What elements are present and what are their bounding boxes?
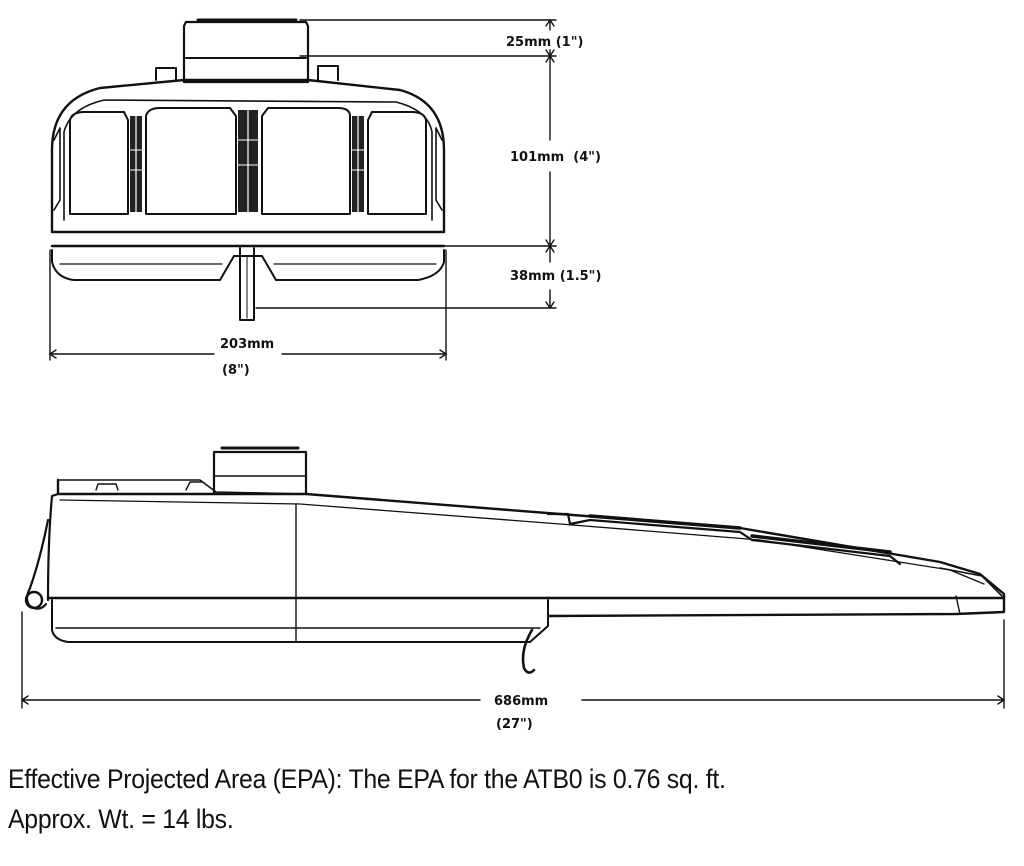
front-fin-1 xyxy=(69,111,129,215)
front-view xyxy=(50,18,446,321)
front-fin-4 xyxy=(367,111,427,215)
weight-note: Approx. Wt. = 14 lbs. xyxy=(8,804,234,834)
side-dimensions xyxy=(21,611,1005,709)
side-top-cap xyxy=(212,450,308,496)
dim-label-top: 25mm (1") xyxy=(506,35,583,50)
front-fin-3 xyxy=(261,107,351,215)
epa-note: Effective Projected Area (EPA): The EPA … xyxy=(8,764,726,794)
dim-label-bottom: 38mm (1.5") xyxy=(510,269,601,284)
side-housing xyxy=(56,478,1006,618)
dim-label-body: 101mm (4") xyxy=(510,150,601,165)
dim-label-length-mm: 686mm xyxy=(494,694,548,709)
front-lug-left xyxy=(155,67,177,81)
front-mount-post xyxy=(239,247,255,321)
front-top-cap xyxy=(182,20,310,84)
front-body-shell xyxy=(50,78,446,234)
side-wire-hook xyxy=(521,628,536,674)
luminaire-dimension-drawing: 25mm (1") 101mm (4") 38mm (1.5") 203mm (… xyxy=(21,18,1006,732)
dim-label-width-in: (8") xyxy=(222,363,250,378)
front-fin-2 xyxy=(145,107,237,215)
front-lug-right xyxy=(317,65,339,81)
side-heatsink xyxy=(546,512,902,566)
front-lens xyxy=(51,249,445,281)
side-mount-clamp xyxy=(25,518,50,610)
side-view xyxy=(24,446,1006,674)
dim-label-width-mm: 203mm xyxy=(220,337,274,352)
side-pivot-bolt xyxy=(24,590,44,610)
front-dimensions xyxy=(49,19,557,361)
dim-label-length-in: (27") xyxy=(496,717,533,732)
